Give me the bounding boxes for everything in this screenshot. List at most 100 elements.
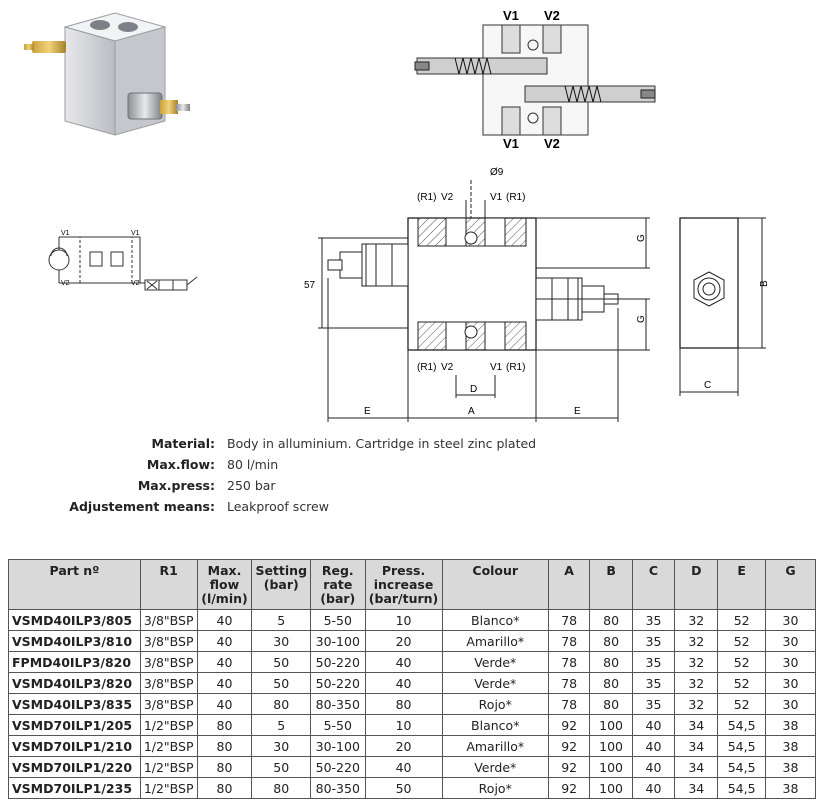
spec-label: Max.press: — [137, 478, 215, 493]
table-cell: 80 — [589, 693, 633, 715]
table-cell: 30 — [764, 630, 817, 652]
table-cell: Amarillo* — [441, 630, 549, 652]
table-cell: Amarillo* — [441, 735, 549, 757]
table-cell: 52 — [717, 651, 766, 673]
table-cell: 50 — [364, 777, 443, 799]
spec-max-press: Max.press: 250 bar — [40, 475, 740, 496]
table-cell: 20 — [364, 735, 443, 757]
table-cell: 38 — [764, 714, 817, 736]
table-cell: 35 — [631, 672, 676, 694]
spec-value: Body in alluminium. Cartridge in steel z… — [227, 436, 537, 451]
table-cell: 78 — [547, 672, 591, 694]
label-v2-top: V2 — [441, 192, 454, 203]
table-cell: 3/8"BSP — [139, 630, 198, 652]
specifications: Material: Body in alluminium. Cartridge … — [40, 433, 740, 517]
table-cell: 35 — [631, 609, 676, 631]
table-cell: 1/2"BSP — [139, 777, 198, 799]
column-header: Press. increase (bar/turn) — [364, 559, 443, 610]
table-cell: 78 — [547, 630, 591, 652]
column-header: G — [764, 559, 817, 610]
dimension-drawing-front: (R1) V2 V1 (R1) Ø9 (R1) V2 V1 (R1) D 57 … — [300, 160, 670, 425]
table-cell: 40 — [364, 756, 443, 778]
table-cell: 30-100 — [310, 630, 366, 652]
label-v2-bottom: V2 — [544, 136, 560, 151]
table-cell: 5 — [251, 609, 312, 631]
cross-section-drawing: V1 V2 V1 V2 — [405, 0, 665, 160]
label-r1-bottom-right: (R1) — [506, 362, 525, 373]
column-header: B — [589, 559, 633, 610]
part-number-cell: VSMD70ILP1/210 — [8, 735, 141, 757]
spec-value: 250 bar — [227, 478, 276, 493]
table-cell: 80-350 — [310, 693, 366, 715]
column-header: R1 — [139, 559, 198, 610]
table-cell: 80 — [196, 756, 253, 778]
part-number-cell: VSMD70ILP1/220 — [8, 756, 141, 778]
dim-g-bottom: G — [636, 315, 647, 323]
column-header: Part nº — [8, 559, 141, 610]
label-v2-top: V2 — [544, 8, 560, 23]
table-cell: 5 — [251, 714, 312, 736]
table-cell: 10 — [364, 609, 443, 631]
dim-57: 57 — [304, 280, 316, 291]
table-cell: 40 — [364, 672, 443, 694]
part-number-cell: VSMD40ILP3/810 — [8, 630, 141, 652]
table-cell: 34 — [674, 735, 719, 757]
table-cell: 32 — [674, 609, 719, 631]
label-v1-top: V1 — [490, 192, 503, 203]
column-header: Colour — [441, 559, 549, 610]
table-cell: 92 — [547, 777, 591, 799]
dim-a: A — [468, 406, 475, 417]
table-cell: 54,5 — [717, 735, 766, 757]
table-cell: 40 — [364, 651, 443, 673]
table-cell: 20 — [364, 630, 443, 652]
table-cell: 34 — [674, 756, 719, 778]
table-cell: 80 — [196, 714, 253, 736]
table-cell: 40 — [196, 651, 253, 673]
table-cell: 100 — [589, 756, 633, 778]
table-cell: Verde* — [441, 672, 549, 694]
table-cell: 80 — [589, 630, 633, 652]
column-header: Reg. rate (bar) — [310, 559, 366, 610]
table-cell: 30 — [764, 672, 817, 694]
table-cell: 50 — [251, 651, 312, 673]
table-cell: 1/2"BSP — [139, 714, 198, 736]
table-cell: 50-220 — [310, 672, 366, 694]
spec-value: 80 l/min — [227, 457, 279, 472]
column-header: Max. flow (l/min) — [196, 559, 253, 610]
table-cell: 80 — [196, 777, 253, 799]
table-cell: 30 — [251, 735, 312, 757]
table-cell: Rojo* — [441, 777, 549, 799]
table-cell: 52 — [717, 609, 766, 631]
part-number-cell: VSMD70ILP1/205 — [8, 714, 141, 736]
table-cell: 32 — [674, 693, 719, 715]
table-cell: 92 — [547, 756, 591, 778]
table-cell: 30 — [764, 651, 817, 673]
table-cell: 38 — [764, 756, 817, 778]
table-cell: 5-50 — [310, 609, 366, 631]
table-cell: 40 — [196, 672, 253, 694]
table-cell: 34 — [674, 714, 719, 736]
table-cell: 35 — [631, 693, 676, 715]
column-header: C — [631, 559, 676, 610]
table-cell: 100 — [589, 777, 633, 799]
label-v1-bottom: V1 — [503, 136, 519, 151]
table-cell: 32 — [674, 651, 719, 673]
table-cell: 54,5 — [717, 777, 766, 799]
table-cell: 38 — [764, 777, 817, 799]
label-v2-bottom: V2 — [441, 362, 454, 373]
table-cell: 92 — [547, 735, 591, 757]
table-cell: 40 — [196, 630, 253, 652]
table-cell: 50 — [251, 672, 312, 694]
part-number-cell: VSMD40ILP3/820 — [8, 672, 141, 694]
table-cell: 3/8"BSP — [139, 672, 198, 694]
schematic-v1-right: V1 — [131, 230, 140, 237]
table-cell: 35 — [631, 651, 676, 673]
dim-e-right: E — [574, 406, 581, 417]
table-cell: 5-50 — [310, 714, 366, 736]
table-cell: 78 — [547, 651, 591, 673]
